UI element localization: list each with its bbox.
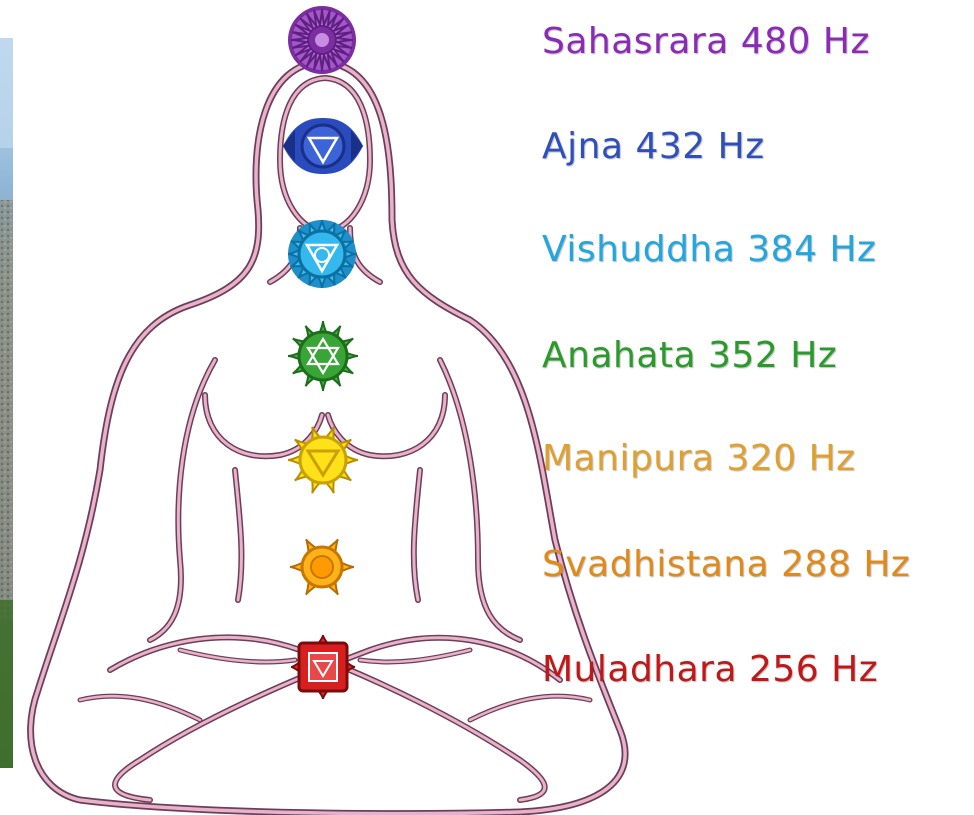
manipura-lotus-icon <box>288 427 358 494</box>
svadhistana-lotus-icon <box>290 539 354 594</box>
chakra-label-ajna: Ajna 432 Hz <box>542 126 765 167</box>
chakra-label-manipura: Manipura 320 Hz <box>542 438 856 479</box>
chakra-label-sahasrara: Sahasrara 480 Hz <box>542 21 870 62</box>
chakra-label-vishuddha: Vishuddha 384 Hz <box>542 229 876 270</box>
chakra-label-muladhara: Muladhara 256 Hz <box>542 649 878 690</box>
landscape-photo <box>0 38 13 768</box>
chakra-label-anahata: Anahata 352 Hz <box>542 335 837 376</box>
vishuddha-lotus-icon <box>288 220 356 288</box>
ajna-third-eye-icon <box>283 118 363 174</box>
sahasrara-lotus-icon <box>288 6 356 74</box>
anahata-lotus-icon <box>288 321 358 391</box>
chakra-label-svadhistana: Svadhistana 288 Hz <box>542 544 910 585</box>
muladhara-root-icon <box>291 635 355 699</box>
